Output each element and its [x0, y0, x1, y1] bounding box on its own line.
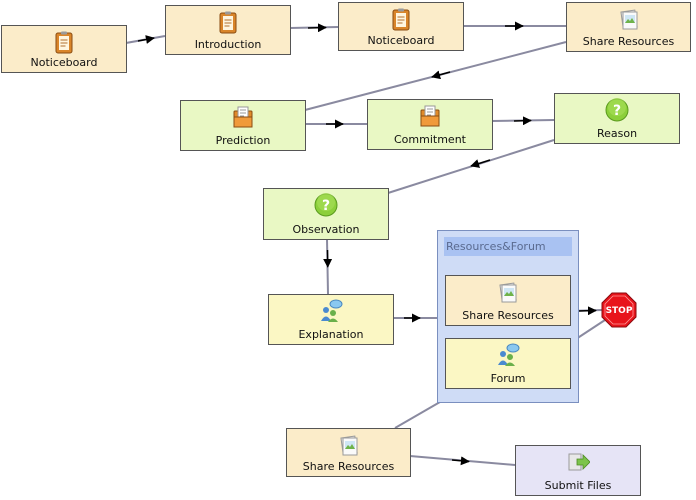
arrowhead [513, 116, 532, 126]
people-chat-icon [498, 343, 520, 366]
node-noticeboard-1[interactable]: Noticeboard [1, 25, 127, 73]
node-label: Share Resources [302, 460, 395, 473]
connector [394, 401, 441, 429]
question-icon: ? [605, 98, 629, 122]
node-introduction[interactable]: Introduction [165, 5, 291, 55]
svg-text:?: ? [322, 198, 330, 214]
arrowhead [307, 23, 327, 33]
group-title: Resources&Forum [444, 237, 572, 256]
node-prediction[interactable]: Prediction [180, 100, 306, 151]
node-noticeboard-2[interactable]: Noticeboard [338, 2, 464, 51]
node-forum[interactable]: Forum [445, 338, 571, 389]
node-label: Reason [596, 127, 638, 140]
node-share-resources-1[interactable]: Share Resources [566, 2, 691, 52]
node-label: Share Resources [462, 309, 554, 322]
arrowhead [137, 35, 155, 44]
node-submit-files[interactable]: Submit Files [515, 445, 641, 496]
arrowhead [577, 306, 597, 316]
stop-sign-icon[interactable]: STOP [601, 292, 637, 328]
svg-text:?: ? [613, 103, 621, 119]
image-doc-icon [339, 435, 358, 456]
arrowhead [431, 70, 451, 80]
people-chat-icon [321, 299, 343, 322]
node-label: Observation [292, 223, 360, 236]
image-doc-icon [499, 282, 517, 303]
node-commitment[interactable]: Commitment [367, 99, 493, 150]
question-icon: ? [314, 193, 338, 217]
clipboard-icon [392, 8, 410, 31]
node-label: Noticeboard [30, 56, 98, 69]
node-share-resources-2[interactable]: Share Resources [445, 275, 571, 326]
folder-doc-icon [420, 105, 440, 127]
arrowhead [470, 159, 491, 168]
image-doc-icon [619, 9, 638, 30]
node-label: Commitment [394, 133, 466, 146]
node-label: Explanation [298, 328, 364, 341]
node-label: Introduction [194, 38, 262, 51]
folder-doc-icon [233, 106, 253, 128]
node-explanation[interactable]: Explanation [268, 294, 394, 345]
arrowhead [451, 456, 470, 466]
stop-label: STOP [606, 306, 633, 316]
node-observation[interactable]: ? Observation [263, 188, 389, 240]
node-label: Noticeboard [367, 34, 435, 47]
node-label: Submit Files [544, 479, 612, 492]
node-label: Prediction [215, 134, 271, 147]
clipboard-icon [219, 11, 237, 34]
node-label: Share Resources [582, 35, 675, 48]
node-reason[interactable]: ? Reason [554, 93, 680, 144]
node-share-resources-3[interactable]: Share Resources [286, 428, 411, 477]
clipboard-icon [55, 31, 73, 54]
node-label: Forum [490, 372, 526, 385]
file-arrow-icon [568, 453, 590, 471]
